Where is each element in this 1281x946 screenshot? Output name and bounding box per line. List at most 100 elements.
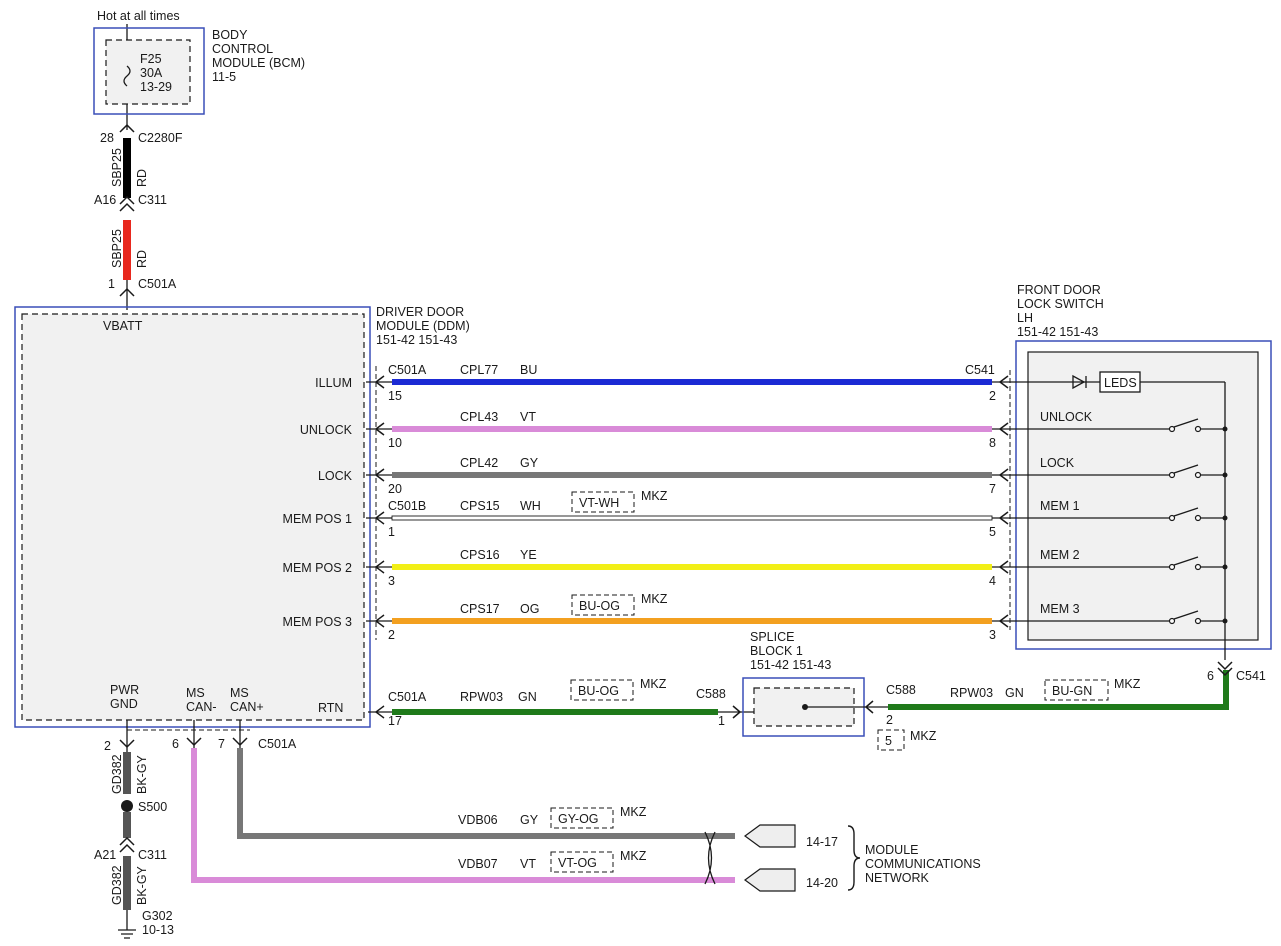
left-pin: 3	[388, 574, 395, 588]
ddm-frame	[14, 306, 371, 728]
bcm-label-3: MODULE (BCM)	[212, 56, 305, 70]
wire	[392, 564, 992, 570]
ddm-pin-label: LOCK	[318, 469, 353, 483]
fuse-box	[105, 39, 191, 105]
bcm-label-2: CONTROL	[212, 42, 273, 56]
gnd-c311: C311	[138, 848, 167, 862]
left-pin: 2	[388, 628, 395, 642]
wire-sbp25-rd-2	[123, 220, 131, 280]
switch-contact-icon	[1173, 464, 1199, 474]
bcm-frame	[93, 27, 205, 115]
pin-a16: A16	[94, 193, 116, 207]
ddm-pin-label: MEM POS 1	[283, 512, 353, 526]
circuit-id: CPL43	[460, 410, 498, 424]
g302-label: G302	[142, 909, 173, 923]
rtn-conn-label: C501A	[388, 690, 427, 704]
pwr-gnd-label-1: PWR	[110, 683, 139, 697]
c2280f-label: C2280F	[138, 131, 183, 145]
wire	[392, 379, 992, 385]
ms-can-minus-label-1: MS	[186, 686, 205, 700]
splice-s500	[121, 800, 133, 812]
ground-icon	[118, 929, 136, 939]
c501a-top-label: C501A	[138, 277, 177, 291]
connector-c2280f-icon	[119, 123, 135, 133]
ddm-ref: 151-42 151-43	[376, 333, 457, 347]
wire-color: VT	[520, 410, 536, 424]
can-plus-alt: GY-OG	[558, 812, 599, 826]
c541-bottom-connector-icon	[1217, 661, 1233, 677]
can-minus-ref: 14-20	[806, 876, 838, 890]
ddm-pin-label: MEM POS 3	[283, 615, 353, 629]
wire-sbp25-rd-1	[123, 138, 131, 198]
fuse-name: F25	[140, 52, 162, 66]
can-minus-alt: VT-OG	[558, 856, 597, 870]
connector-c311-top-icon	[119, 195, 135, 212]
switch-contact-icon	[1173, 418, 1199, 428]
rtn-pin-label: 17	[388, 714, 402, 728]
circuit-id: CPS17	[460, 602, 500, 616]
circuit-sbp25-2: SBP25	[110, 229, 124, 268]
can-plus-arrow-icon	[743, 824, 796, 848]
diode-icon	[1072, 374, 1087, 390]
fuse-ref: 13-29	[140, 80, 172, 94]
right-pin: 3	[989, 628, 996, 642]
fuse-icon	[123, 65, 131, 87]
switch-label-2: LOCK SWITCH	[1017, 297, 1104, 311]
color-rd-2: RD	[135, 250, 149, 268]
splice-ref: 151-42 151-43	[750, 658, 831, 672]
right-pin: 2	[989, 389, 996, 403]
gnd-circuit-2: GD382	[110, 865, 124, 905]
right-connector: C541	[965, 363, 995, 377]
ms-can-minus-label-2: CAN-	[186, 700, 217, 714]
vbatt-label: VBATT	[103, 319, 143, 333]
c588-right-pin: 2	[886, 713, 893, 727]
c588-left-label: C588	[696, 687, 726, 701]
twisted-pair-icon	[704, 831, 716, 885]
can-circuit: 6 7 C501A VDB06 GY GY-OG MKZ VDB07 VT VT…	[127, 720, 981, 892]
rtn-alt-color: BU-OG	[578, 684, 619, 698]
mkz-note: MKZ	[641, 489, 668, 503]
pwr-gnd-label-2: GND	[110, 697, 138, 711]
left-pin: 1	[388, 525, 395, 539]
pin-1: 1	[108, 277, 115, 291]
wire-color: BU	[520, 363, 537, 377]
switch-label-3: LH	[1017, 311, 1033, 325]
splice-label-1: SPLICE	[750, 630, 794, 644]
rtn-mkz: MKZ	[640, 677, 667, 691]
rtn-alt-color-r: BU-GN	[1052, 684, 1092, 698]
gnd-pin-2: 2	[104, 739, 111, 753]
switch-label: LOCK	[1040, 456, 1075, 470]
c541-bottom-pin: 6	[1207, 669, 1214, 683]
gnd-color-2: BK-GY	[135, 865, 149, 905]
c588-left-pin: 1	[718, 714, 725, 728]
switch-label-1: FRONT DOOR	[1017, 283, 1101, 297]
rtn-circuit: C501A 17 RPW03 GN BU-OG MKZ C588 1 SPLIC…	[368, 630, 1266, 751]
switch-contact-icon	[1173, 610, 1199, 620]
ms-can-plus-label-2: CAN+	[230, 700, 264, 714]
wire-gd382-2	[123, 856, 131, 910]
wire-color: OG	[520, 602, 539, 616]
can-plus-mkz: MKZ	[620, 805, 647, 819]
left-pin: 10	[388, 436, 402, 450]
wire-color: GY	[520, 456, 539, 470]
wire-gd382-1	[123, 752, 131, 794]
left-connector: C501A	[388, 363, 427, 377]
network-label-2: COMMUNICATIONS	[865, 857, 981, 871]
alt-color: VT-WH	[579, 496, 619, 510]
circuit-id: CPL42	[460, 456, 498, 470]
wire-rpw03-gn-right	[888, 704, 1229, 710]
pin5-mkz: MKZ	[910, 729, 937, 743]
circuit-id: CPS15	[460, 499, 500, 513]
ddm-pin-label: ILLUM	[315, 376, 352, 390]
ddm-label-1: DRIVER DOOR	[376, 305, 464, 319]
c311-top-label: C311	[138, 193, 167, 207]
mkz-note: MKZ	[641, 592, 668, 606]
alt-color: BU-OG	[579, 599, 620, 613]
circuit-sbp25-1: SBP25	[110, 148, 124, 187]
switch-ref: 151-42 151-43	[1017, 325, 1098, 339]
